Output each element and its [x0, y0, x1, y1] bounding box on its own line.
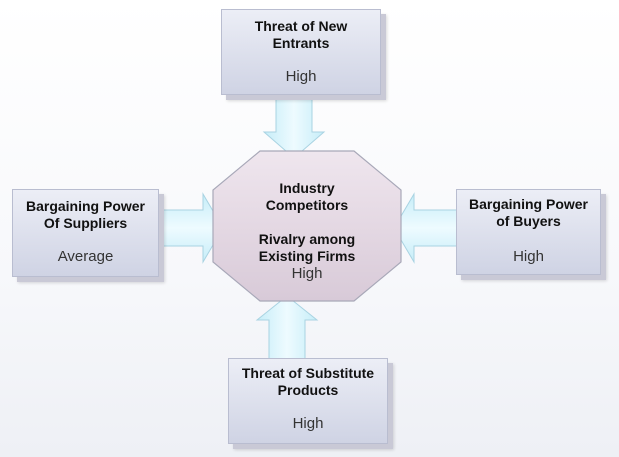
- box-value: High: [285, 68, 317, 85]
- box-value: High: [513, 248, 544, 265]
- center-subtitle-line: Rivalry among: [258, 231, 356, 247]
- title-line: Bargaining Power: [468, 196, 589, 212]
- box-value: High: [292, 415, 324, 432]
- center-subtitle: Rivalry among Existing Firms High: [212, 231, 402, 283]
- box-title: Threat of New Entrants: [222, 18, 380, 52]
- industry-competitors-octagon: Industry Competitors Rivalry among Exist…: [212, 150, 402, 302]
- title-line: Entrants: [272, 35, 330, 51]
- box-title: Bargaining Power Of Suppliers: [13, 198, 158, 232]
- threat-of-substitute-products-box: Threat of Substitute Products High: [228, 358, 388, 444]
- title-line: of Buyers: [496, 213, 561, 229]
- title-line: Threat of Substitute: [241, 365, 375, 381]
- threat-of-new-entrants-box: Threat of New Entrants High: [221, 9, 381, 95]
- center-subtitle-line: Existing Firms: [258, 248, 356, 264]
- bottom-arrow: [255, 295, 319, 362]
- center-title: Industry Competitors: [212, 180, 402, 214]
- octagon-shape: [212, 150, 402, 302]
- bargaining-power-of-buyers-box: Bargaining Power of Buyers High: [456, 189, 601, 275]
- top-arrow: [262, 96, 326, 159]
- box-title: Threat of Substitute Products: [229, 365, 387, 399]
- box-value: Average: [57, 248, 114, 265]
- title-line: Of Suppliers: [43, 215, 128, 231]
- center-title-line: Competitors: [265, 197, 349, 213]
- center-value: High: [291, 265, 323, 282]
- center-title-line: Industry: [279, 180, 335, 196]
- title-line: Threat of New: [254, 18, 348, 34]
- right-arrow: [393, 192, 462, 264]
- title-line: Products: [277, 382, 339, 398]
- bargaining-power-of-suppliers-box: Bargaining Power Of Suppliers Average: [12, 189, 159, 277]
- box-title: Bargaining Power of Buyers: [457, 196, 600, 230]
- title-line: Bargaining Power: [25, 198, 146, 214]
